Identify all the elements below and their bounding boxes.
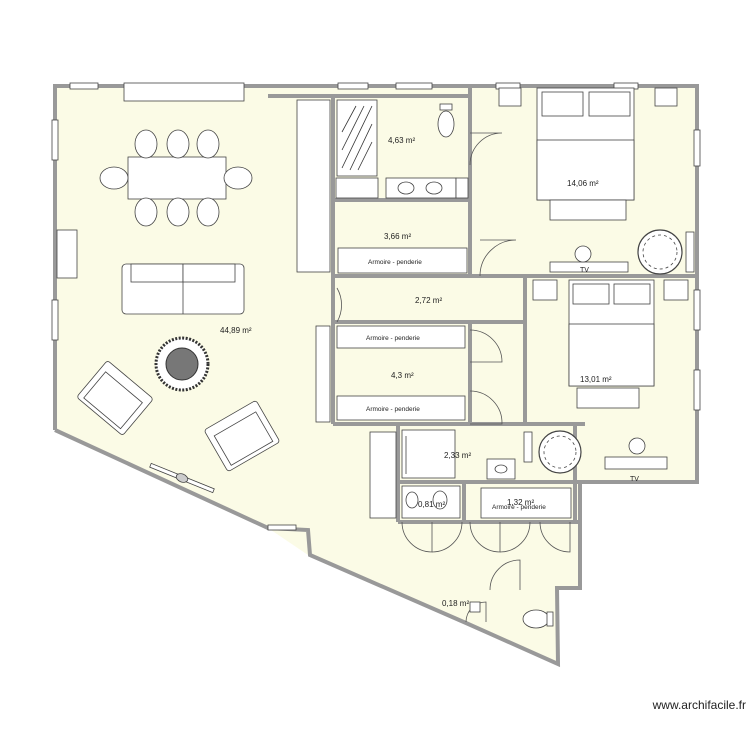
dressing-top-area: 3,66 m² — [384, 232, 411, 241]
living-area: 44,89 m² — [220, 326, 252, 335]
desk-2 — [523, 430, 668, 474]
wc-small-fixtures — [401, 485, 461, 519]
wc-small-area: 0,81 m² — [418, 500, 445, 509]
doors — [336, 132, 571, 623]
wardrobe-top-label: Armoire - penderie — [368, 259, 422, 266]
hallway-area: 2,72 m² — [415, 296, 442, 305]
outer-walls — [53, 84, 699, 668]
floor-lamp — [149, 462, 215, 494]
closet-wardrobe-label: Armoire - penderie — [492, 504, 546, 511]
wardrobe-mid-bottom-label: Armoire - penderie — [366, 406, 420, 413]
windows — [51, 82, 701, 411]
wc-fixtures — [469, 601, 554, 629]
wardrobes-mid — [336, 325, 466, 421]
closet-wardrobe — [480, 487, 572, 519]
round-rug — [154, 336, 210, 392]
bathroom-fixtures — [335, 99, 469, 199]
armchairs — [77, 361, 280, 472]
wardrobe-mid-top-label: Armoire - penderie — [366, 335, 420, 342]
dining-set — [99, 129, 253, 227]
shower-room-fixtures — [401, 429, 516, 480]
wardrobe-top — [337, 247, 468, 274]
wc-area: 0,18 m² — [442, 599, 469, 608]
bedroom-1-area: 14,06 m² — [567, 179, 599, 188]
tv-1-label: TV — [580, 267, 589, 274]
cabinets — [267, 99, 397, 531]
watermark[interactable]: www.archifacile.fr — [652, 698, 746, 712]
bed-1 — [498, 87, 678, 221]
bed-2 — [532, 279, 689, 409]
bedroom-2-area: 13,01 m² — [580, 375, 612, 384]
sofa — [121, 263, 245, 315]
tv-2-label: TV — [630, 476, 639, 483]
bathroom-area: 4,63 m² — [388, 136, 415, 145]
dressing-mid-area: 4,3 m² — [391, 371, 414, 380]
tv-cabinet-living — [56, 229, 78, 279]
shower-room-area: 2,33 m² — [444, 451, 471, 460]
desk-1 — [549, 229, 695, 275]
closet-area: 1,32 m² — [507, 498, 534, 507]
